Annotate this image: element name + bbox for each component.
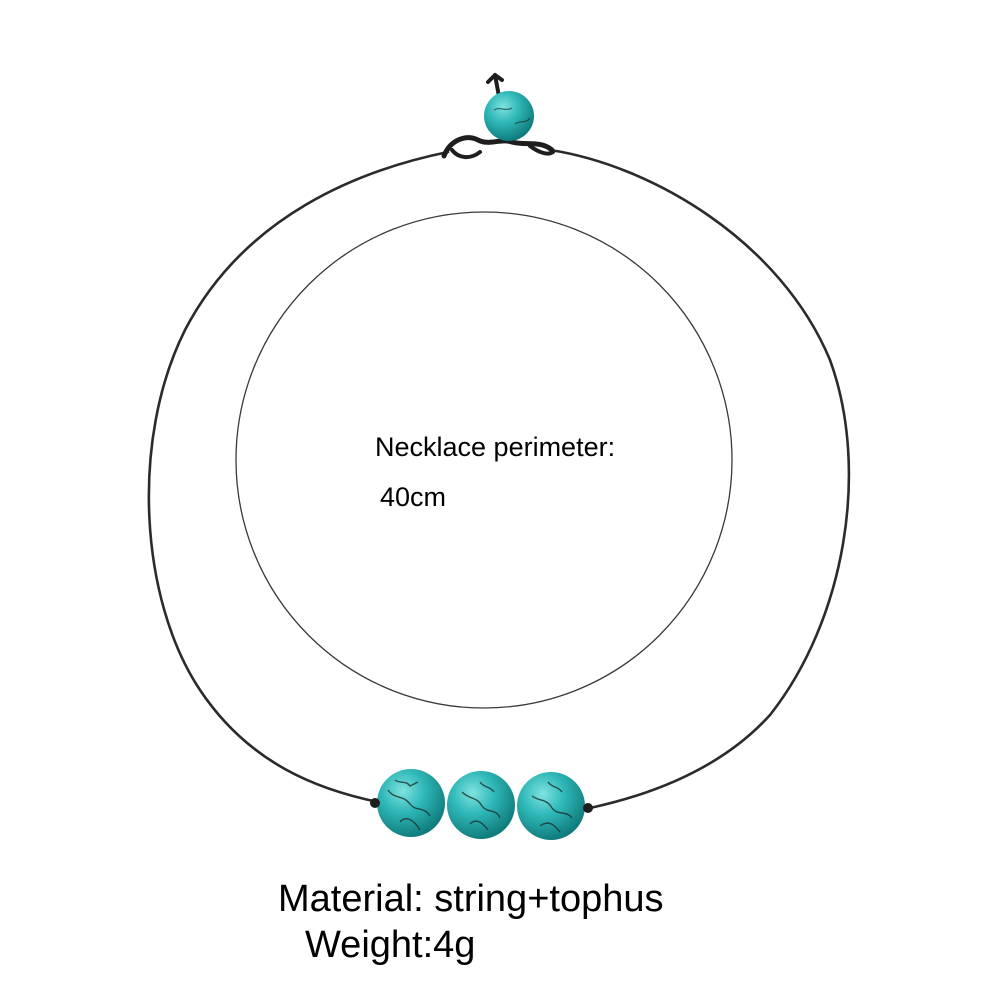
cord-left — [147, 150, 450, 804]
pendant-bead-middle — [447, 771, 515, 839]
perimeter-guide-circle — [235, 211, 733, 709]
pendant-bead-right — [517, 772, 585, 840]
cord-right — [548, 148, 851, 810]
pendant-bead-left — [377, 769, 445, 837]
bead-knot-left — [370, 798, 380, 808]
perimeter-label: Necklace perimeter: — [375, 432, 616, 462]
material-label: Material: string+tophus — [278, 878, 664, 920]
clasp-bead — [484, 91, 534, 141]
bead-knot-right — [583, 803, 593, 813]
weight-label: Weight:4g — [305, 924, 476, 966]
perimeter-value: 40cm — [380, 482, 447, 512]
